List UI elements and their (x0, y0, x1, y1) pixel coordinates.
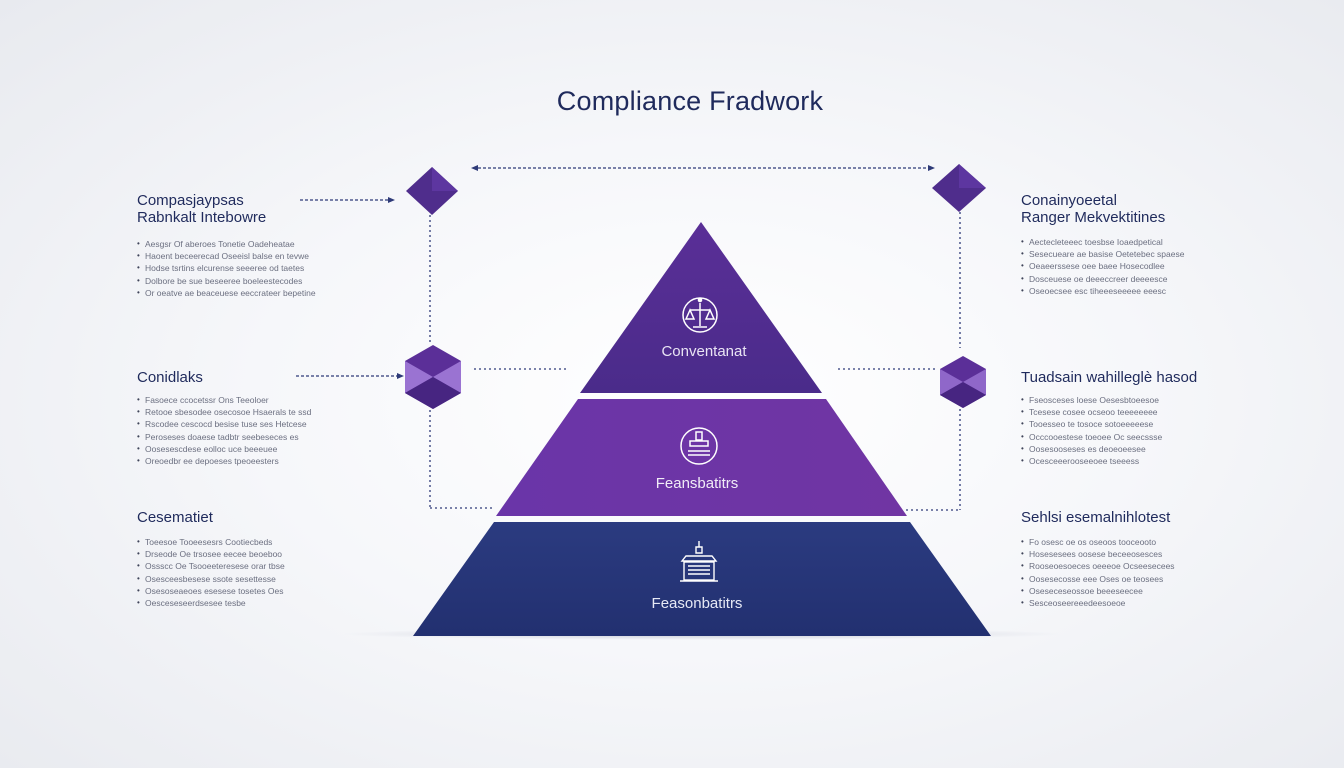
right-block-2-heading: Tuadsain wahilleglè hasod (1021, 369, 1198, 386)
stamp-icon (680, 427, 718, 465)
bullet-item: Tcesese cosee ocseoo teeeeeeee (1021, 406, 1221, 418)
building-icon (680, 541, 718, 582)
pyramid-layer-top (580, 222, 822, 393)
bullet-item: Aectecleteeec toesbse Ioaedpetical (1021, 236, 1221, 248)
left-block-3: Cesematiet Toeesoe Tooeesesrs Cootiecbed… (137, 509, 327, 609)
bullet-item: Occcooestese toeoee Oc seecssse (1021, 431, 1221, 443)
left-block-3-heading: Cesematiet (137, 509, 213, 526)
pyramid-middle-label: Feansbatitrs (655, 475, 739, 492)
right-block-1: Conainyoeetal Ranger Mekvektitines Aecte… (1021, 192, 1221, 297)
pyramid-layer-middle (496, 399, 907, 516)
bullet-item: Fseosceses loese Oesesbtoeesoe (1021, 394, 1221, 406)
left-block-1: Compasjaypsas Rabnkalt Intebowre Aesgsr … (137, 192, 327, 299)
hexagon-marker-right (940, 356, 986, 408)
left-block-3-bullets: Toeesoe Tooeesesrs Cootiecbeds Drseode O… (137, 536, 327, 609)
bullet-item: Ocesceeerooseeoee tseeess (1021, 455, 1221, 467)
bullet-item: Peroseses doaese tadbtr seebeseces es (137, 431, 327, 443)
diamond-marker-top-left (406, 167, 458, 215)
bullet-item: Oseseceseossoe beeeseecee (1021, 585, 1221, 597)
hexagon-marker-left (405, 345, 461, 409)
bullet-item: Toeesoe Tooeesesrs Cootiecbeds (137, 536, 327, 548)
bullet-item: Dosceuese oe deeeccreer deeeesce (1021, 273, 1221, 285)
bullet-item: Hosesesees oosese beceeosesces (1021, 548, 1221, 560)
pyramid-base-label: Feasonbatitrs (651, 595, 743, 612)
bullet-item: Retooe sbesodee osecosoe Hsaerals te ssd (137, 406, 327, 418)
left-block-2-bullets: Fasoece ccocetssr Ons Teeoloer Retooe sb… (137, 394, 327, 467)
right-block-3-heading: Sehlsi esemalnihlotest (1021, 509, 1171, 526)
bullet-item: Rooseoesoeces oeeeoe Ocseesecees (1021, 560, 1221, 572)
bullet-item: Osesceesbesese ssote sesettesse (137, 573, 327, 585)
bullet-item: Hodse tsrtins elcurense seeeree od taete… (137, 262, 327, 274)
bullet-item: Dolbore be sue beseeree boeleestecodes (137, 275, 327, 287)
right-block-3-bullets: Fo osesc oe os oseoos tooceooto Hosesese… (1021, 536, 1221, 609)
right-block-1-heading: Conainyoeetal Ranger Mekvektitines (1021, 192, 1166, 226)
bullet-item: Oesceseseerdsesee tesbe (137, 597, 327, 609)
bullet-item: Rscodee cescocd besise tuse ses Hetcese (137, 418, 327, 430)
right-block-2-bullets: Fseosceses loese Oesesbtoeesoe Tcesese c… (1021, 394, 1221, 467)
bullet-item: Ossscc Oe Tsooeeteresese orar tbse (137, 560, 327, 572)
bullet-item: Fo osesc oe os oseoos tooceooto (1021, 536, 1221, 548)
left-block-2-heading: Conidlaks (137, 369, 203, 386)
bullet-item: Oreoedbr ee depoeses tpeoeesters (137, 455, 327, 467)
left-block-1-heading: Compasjaypsas Rabnkalt Intebowre (137, 192, 267, 226)
balance-figure-icon (682, 297, 718, 333)
diamond-marker-top-right (932, 164, 986, 212)
bullet-item: Osesoseaeoes esesese tosetes Oes (137, 585, 327, 597)
connector-lines (296, 165, 961, 511)
bullet-item: Drseode Oe trsosee eecee beoeboo (137, 548, 327, 560)
page-title: Compliance Fradwork (556, 86, 824, 116)
pyramid-layer-base (413, 522, 991, 636)
left-block-2: Conidlaks Fasoece ccocetssr Ons Teeoloer… (137, 369, 327, 467)
bullet-item: Aesgsr Of aberoes Tonetie Oadeheatae (137, 238, 327, 250)
bullet-item: Sesceoseereeedeesoeoe (1021, 597, 1221, 609)
right-block-1-bullets: Aectecleteeec toesbse Ioaedpetical Sesec… (1021, 236, 1221, 297)
bullet-item: Or oeatve ae beaceuese eeccrateer bepeti… (137, 287, 327, 299)
bullet-item: Oeaeerssese oee baee Hosecodlee (1021, 260, 1221, 272)
right-block-3: Sehlsi esemalnihlotest Fo osesc oe os os… (1021, 509, 1221, 609)
bullet-item: Oosesooseses es deoeoeesee (1021, 443, 1221, 455)
right-block-2: Tuadsain wahilleglè hasod Fseosceses loe… (1021, 369, 1221, 467)
bullet-item: Fasoece ccocetssr Ons Teeoloer (137, 394, 327, 406)
pyramid-top-label: Conventanat (661, 343, 747, 360)
bullet-item: Sesecueare ae basise Oetetebec spaese (1021, 248, 1221, 260)
bullet-item: Oosesecosse eee Oses oe teosees (1021, 573, 1221, 585)
left-block-1-bullets: Aesgsr Of aberoes Tonetie Oadeheatae Hao… (137, 238, 327, 299)
bullet-item: Oseoecsee esc tiheeeseeeee eeesc (1021, 285, 1221, 297)
bullet-item: Haoent beceerecad Oseeisl balse en tevwe (137, 250, 327, 262)
bullet-item: Tooesseo te tosoce sotoeeeeese (1021, 418, 1221, 430)
bullet-item: Oosesescdese eolloc uce beeeuee (137, 443, 327, 455)
